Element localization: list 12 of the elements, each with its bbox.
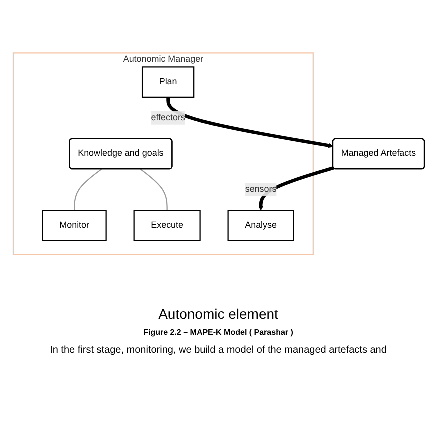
node-box: Analyse: [227, 210, 294, 242]
arrow: [166, 97, 333, 148]
edge-label: effectors: [150, 113, 185, 123]
connector: [140, 168, 168, 211]
element-label: Autonomic element: [158, 306, 280, 322]
node-box: Execute: [133, 210, 200, 242]
body-paragraph: In the first stage, monitoring, we build a model of the managed artefacts and: [50, 345, 387, 356]
edge-label: sensors: [244, 184, 276, 194]
node-box: Plan: [141, 66, 194, 98]
figure-caption: Figure 2.2 – MAPE-K Model ( Parashar ): [142, 328, 294, 337]
node-box: Monitor: [42, 210, 106, 242]
connector: [74, 168, 102, 211]
